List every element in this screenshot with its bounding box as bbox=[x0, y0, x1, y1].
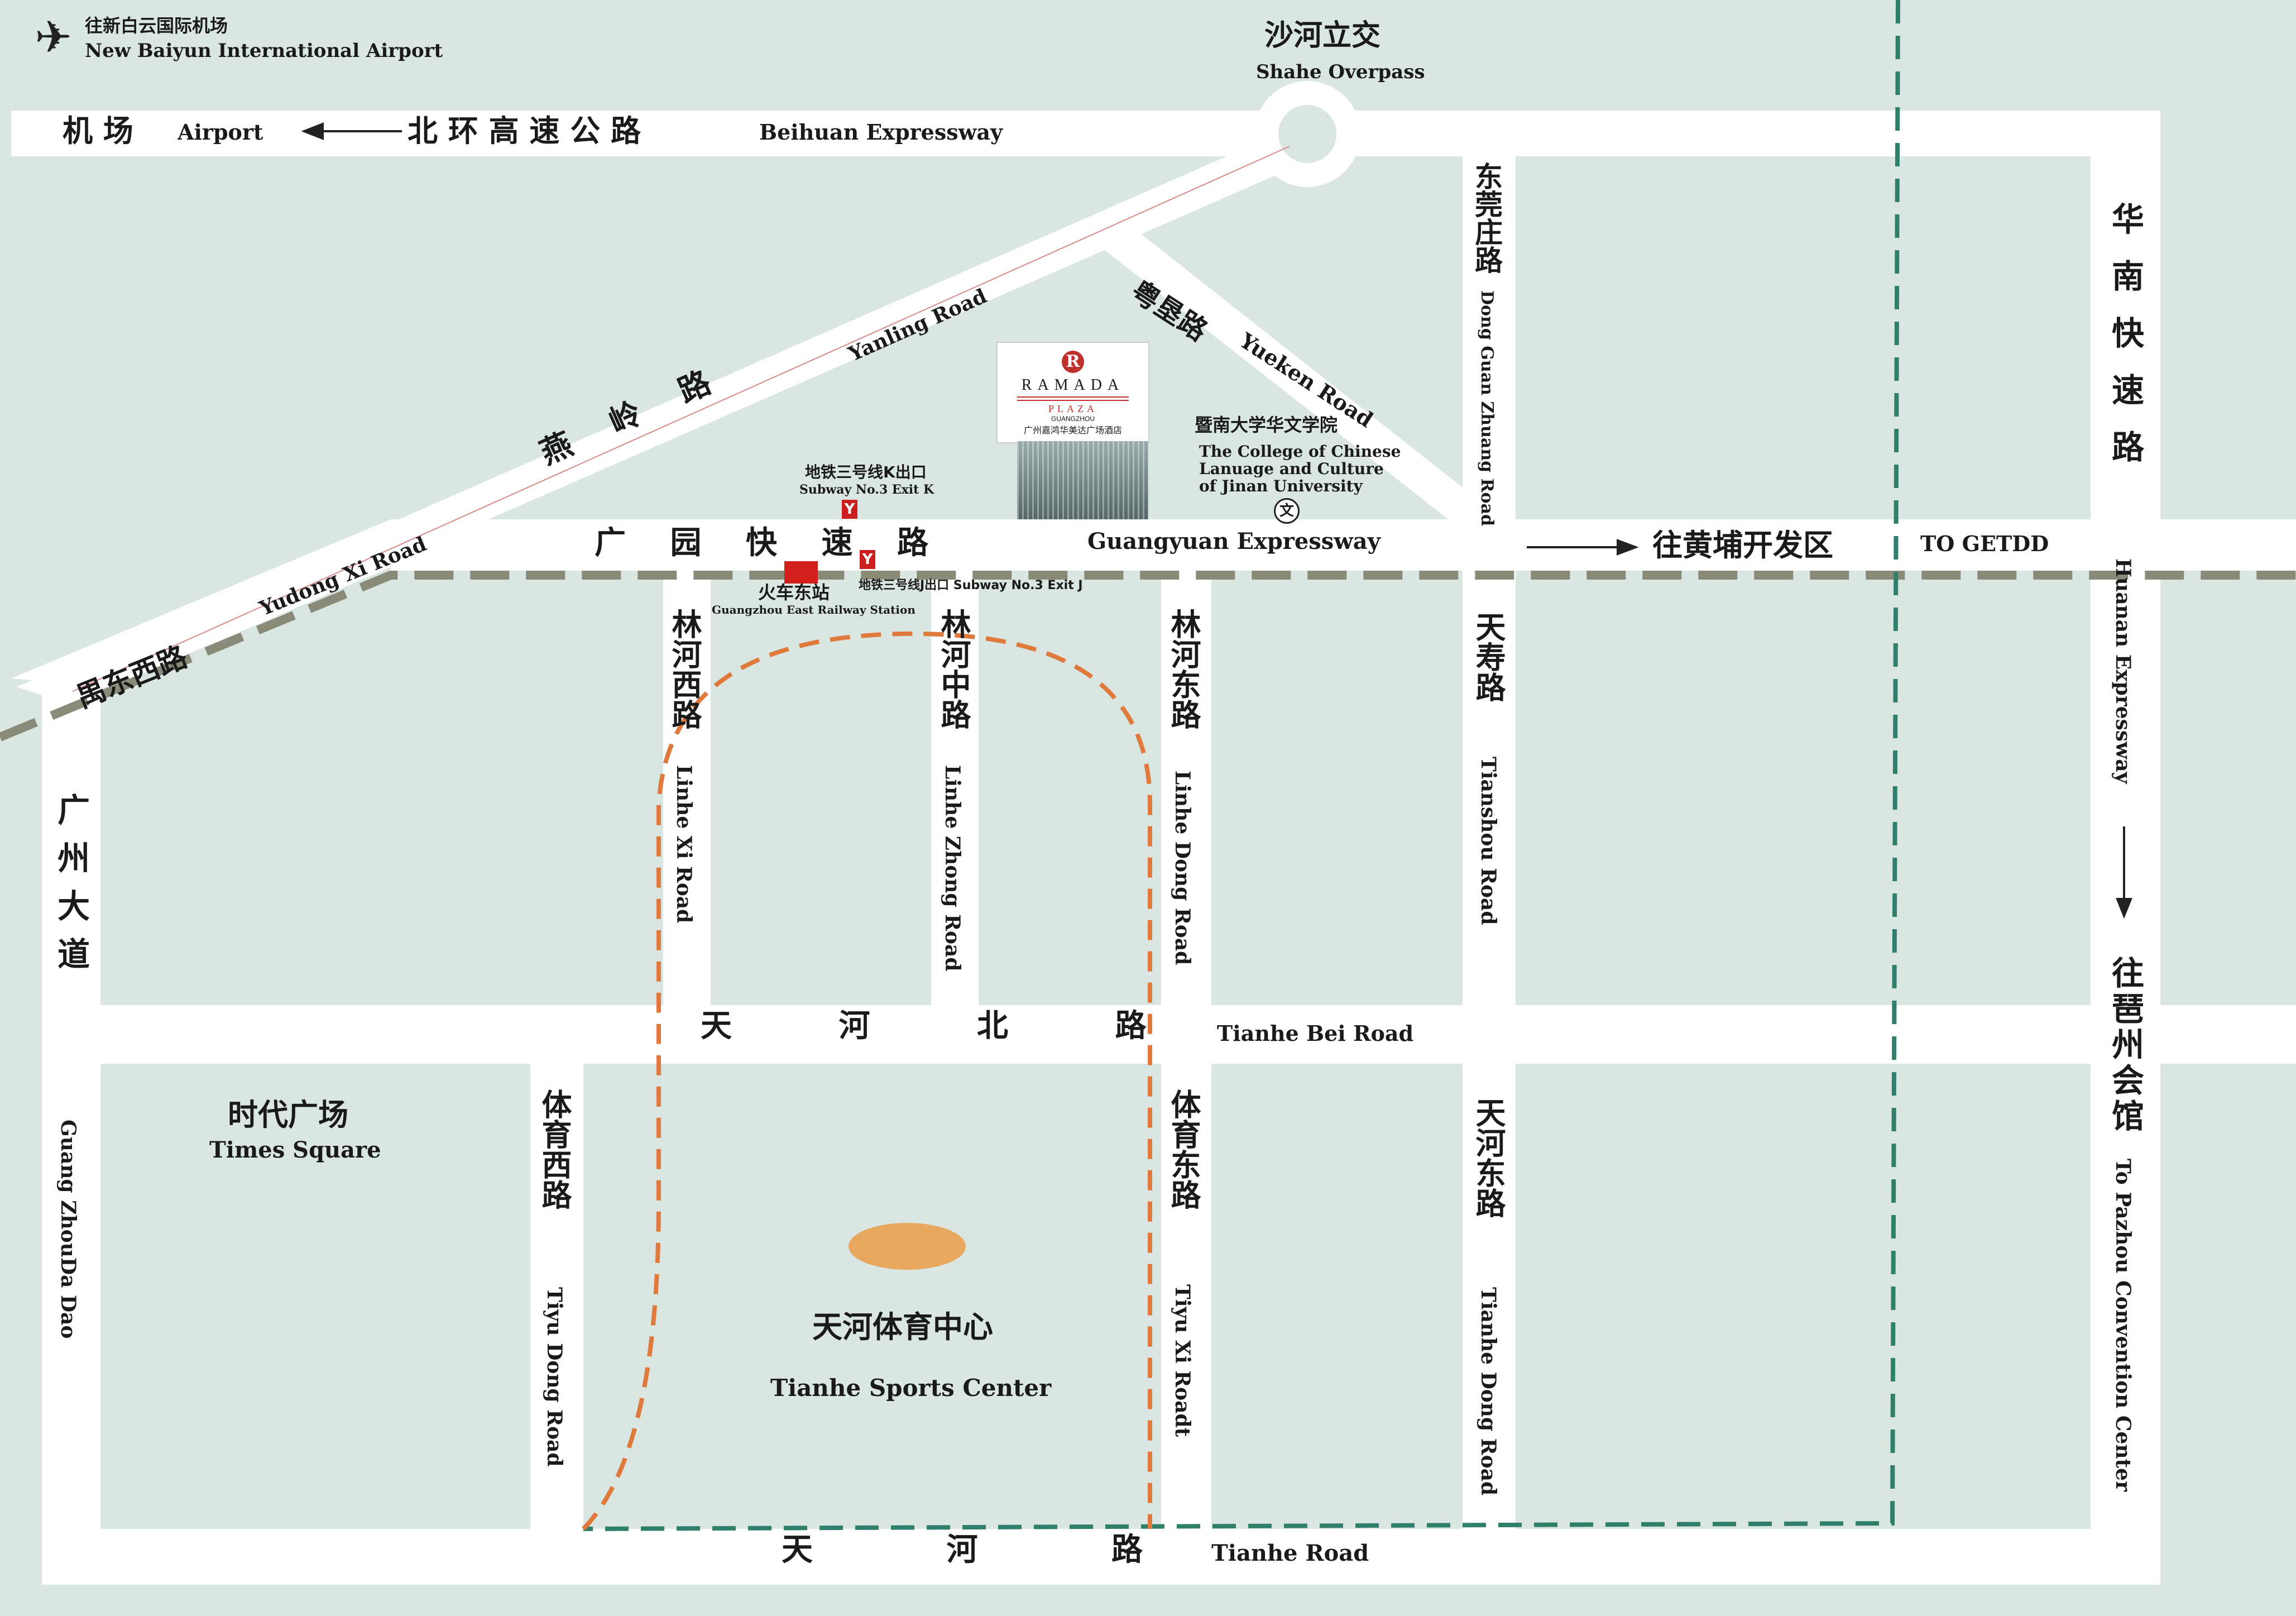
pazhou-en: To Pazhou Convention Center bbox=[2111, 1159, 2135, 1492]
stadium-ellipse bbox=[849, 1223, 966, 1270]
linhe-zhong-cn: 林河中路 bbox=[936, 609, 971, 729]
linhe-xi-en: Linhe Xi Road bbox=[672, 765, 696, 924]
road-guangyuan bbox=[391, 519, 2296, 571]
huanan-en: Huanan Expressway bbox=[2111, 558, 2135, 784]
overpass-cn: 沙河立交 bbox=[1264, 19, 1381, 52]
railway-station-marker bbox=[784, 561, 818, 584]
overpass-en: Shahe Overpass bbox=[1256, 61, 1425, 83]
guangzhou-dadao-cn: 广州大道 bbox=[52, 793, 90, 985]
college-cn: 暨南大学华文学院 bbox=[1195, 414, 1338, 436]
road-yueken bbox=[1103, 223, 1510, 530]
road-linhe-xi bbox=[663, 571, 711, 1006]
subway-k-icon: Y bbox=[842, 500, 857, 519]
road-tianhe bbox=[42, 1529, 2160, 1585]
tianshou-en: Tianshou Road bbox=[1477, 757, 1500, 925]
linhe-zhong-en: Linhe Zhong Road bbox=[941, 765, 964, 972]
tianhe-dong-cn: 天河东路 bbox=[1470, 1097, 1506, 1218]
airport-en: Airport bbox=[178, 119, 263, 145]
dongguan-cn: 东莞庄路 bbox=[1470, 162, 1503, 274]
road-tiyu-west bbox=[530, 1064, 583, 1530]
tianhe-bei-cn: 天 河 北 路 bbox=[701, 1008, 1195, 1044]
road-network bbox=[11, 81, 2296, 1585]
airplane-icon: ✈ bbox=[35, 11, 73, 63]
ramada-brand: RAMADA bbox=[1021, 376, 1125, 394]
road-tianhe-bei bbox=[42, 1005, 2107, 1064]
tiyu-east-cn: 体育东路 bbox=[1166, 1089, 1201, 1209]
orange-route bbox=[582, 631, 1152, 1531]
tianhe-bei-en: Tianhe Bei Road bbox=[1217, 1021, 1414, 1046]
linhe-xi-cn: 林河西路 bbox=[667, 609, 702, 729]
sports-center-cn: 天河体育中心 bbox=[812, 1309, 993, 1345]
dongguan-en: Dong Guan Zhuang Road bbox=[1477, 290, 1497, 526]
tiyu-west-cn: 体育西路 bbox=[536, 1089, 572, 1209]
ramada-logo: R RAMADA PLAZA GUANGZHOU 广州嘉鸿华美达广场酒店 bbox=[996, 342, 1149, 443]
tianhe-dong-en: Tianhe Dong Road bbox=[1477, 1287, 1500, 1496]
sports-center-en: Tianhe Sports Center bbox=[770, 1374, 1052, 1402]
pazhou-arrow-head bbox=[2116, 898, 2132, 919]
linhe-dong-en: Linhe Dong Road bbox=[1171, 771, 1194, 965]
tiyu-west-en: Tiyu Dong Road bbox=[543, 1287, 566, 1467]
guangyuan-cn: 广 园 快 速 路 bbox=[595, 525, 945, 561]
times-square-cn: 时代广场 bbox=[228, 1097, 348, 1132]
airport-cn: 机 场 bbox=[63, 113, 133, 149]
road-tianshou bbox=[1463, 145, 1516, 1530]
metro-line-green bbox=[583, 0, 1900, 1531]
subway-j-icon: Y bbox=[860, 550, 875, 569]
guangzhou-dadao-en: Guang ZhouDa Dao bbox=[56, 1120, 80, 1339]
huangpu-arrow-head bbox=[1617, 539, 1639, 556]
airport-arrow-head bbox=[301, 122, 324, 140]
road-guangzhou-dadao bbox=[42, 678, 100, 1583]
beihuan-en: Beihuan Expressway bbox=[759, 119, 1003, 145]
ramada-cn: 广州嘉鸿华美达广场酒店 bbox=[1023, 425, 1122, 436]
linhe-dong-cn: 林河东路 bbox=[1166, 609, 1201, 729]
yanling-line-1 bbox=[72, 146, 1290, 692]
airport-note-cn: 往新白云国际机场 bbox=[85, 15, 228, 36]
tianhe-road-cn: 天 河 路 bbox=[782, 1532, 1204, 1568]
road-yudong bbox=[11, 519, 424, 687]
road-linhe-zhong bbox=[931, 571, 979, 1006]
road-beihuan bbox=[11, 111, 2160, 156]
hotel-building-image bbox=[1017, 441, 1148, 519]
railway-cn: 火车东站 bbox=[758, 582, 830, 603]
subway-j-label: 地铁三号线J出口 Subway No.3 Exit J bbox=[859, 578, 1083, 592]
subway-k-en: Subway No.3 Exit K bbox=[799, 482, 934, 497]
huangpu-en: TO GETDD bbox=[1920, 531, 2049, 556]
tianhe-road-en: Tianhe Road bbox=[1211, 1540, 1369, 1566]
huangpu-cn: 往黄埔开发区 bbox=[1652, 528, 1833, 563]
ramada-city: GUANGZHOU bbox=[1051, 415, 1095, 423]
huanan-cn: 华南快速路 bbox=[2106, 202, 2144, 487]
ramada-plaza: PLAZA bbox=[1048, 403, 1097, 414]
road-tianhe-bei-east bbox=[2160, 1005, 2296, 1064]
railway-en: Guangzhou East Railway Station bbox=[712, 603, 915, 616]
guangyuan-en: Guangyuan Expressway bbox=[1087, 528, 1381, 554]
beihuan-cn: 北 环 高 速 公 路 bbox=[408, 113, 641, 149]
college-en2: Lanuage and Culture bbox=[1199, 460, 1384, 478]
subway-k-cn: 地铁三号线K出口 bbox=[805, 463, 927, 481]
shahe-overpass-center bbox=[1278, 105, 1336, 163]
tiyu-east-en: Tiyu Xi Roadt bbox=[1171, 1284, 1194, 1437]
railway-line bbox=[0, 571, 2296, 742]
ramada-emblem-icon: R bbox=[1062, 351, 1084, 373]
times-square-en: Times Square bbox=[209, 1137, 381, 1163]
college-en1: The College of Chinese bbox=[1199, 442, 1401, 461]
college-en3: of Jinan University bbox=[1199, 477, 1363, 495]
airport-note-en: New Baiyun International Airport bbox=[85, 40, 443, 62]
road-huanan bbox=[2091, 111, 2160, 1585]
college-symbol-icon: 文 bbox=[1274, 498, 1300, 524]
pazhou-cn: 往琶州会馆 bbox=[2106, 956, 2144, 1135]
tianshou-cn: 天寿路 bbox=[1470, 611, 1506, 702]
road-tiyu-east bbox=[1161, 1064, 1211, 1530]
